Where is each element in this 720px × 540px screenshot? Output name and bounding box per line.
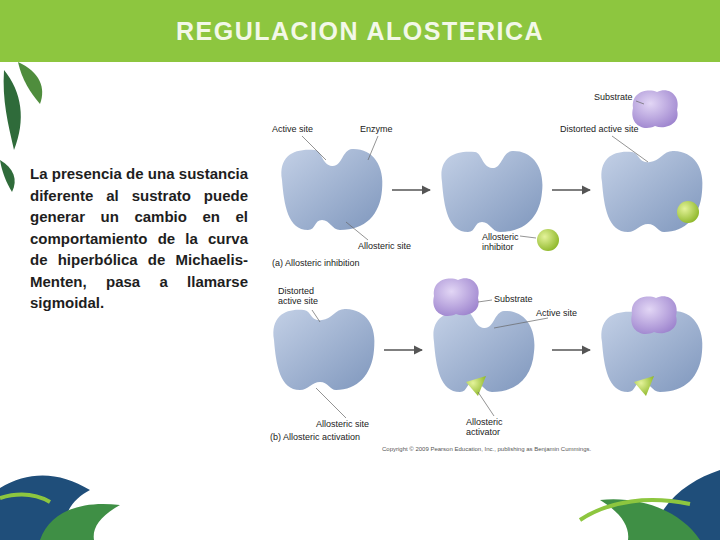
part-label: Substrate bbox=[494, 294, 533, 304]
body-text: La presencia de una sustancia diferente … bbox=[30, 163, 248, 314]
part-label: Allosteric activator bbox=[466, 417, 518, 438]
figure-label: (b) Allosteric activation bbox=[270, 432, 360, 442]
part-label: Enzyme bbox=[360, 124, 393, 134]
credit-line: Copyright © 2009 Pearson Education, Inc.… bbox=[382, 446, 591, 453]
figure-label: (a) Allosteric inhibition bbox=[272, 258, 360, 268]
part-label: Allosteric inhibitor bbox=[482, 232, 522, 253]
part-label: Distorted active site bbox=[278, 286, 328, 307]
slide-title: REGULACION ALOSTERICA bbox=[0, 0, 720, 62]
part-label: Allosteric site bbox=[316, 419, 369, 429]
part-label: Active site bbox=[536, 308, 577, 318]
part-label: Distorted active site bbox=[560, 124, 639, 134]
part-label: Substrate bbox=[594, 92, 633, 102]
part-label: Allosteric site bbox=[358, 241, 411, 251]
part-label: Active site bbox=[272, 124, 313, 134]
